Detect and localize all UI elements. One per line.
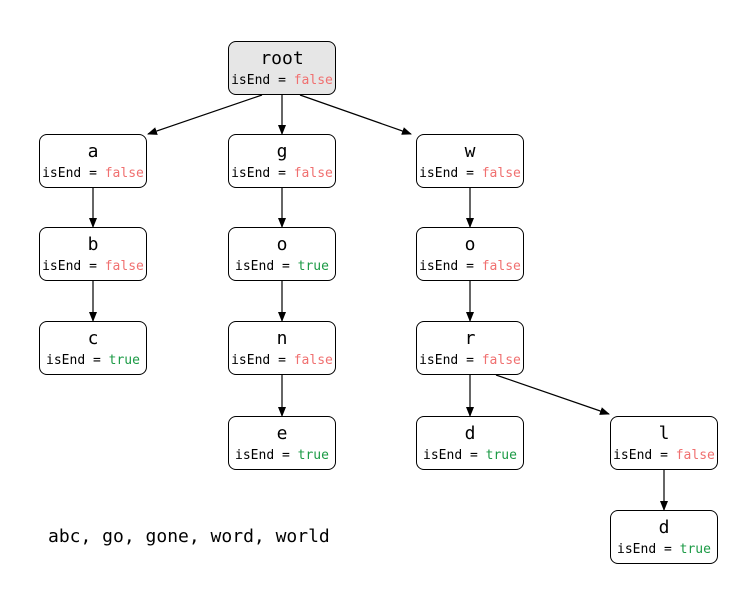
isend-label: isEnd = (42, 166, 97, 181)
node-isend-flag: isEnd = true (611, 542, 717, 558)
isend-value: false (293, 73, 333, 88)
inserted-words-caption: abc, go, gone, word, world (48, 526, 330, 547)
isend-label: isEnd = (231, 166, 286, 181)
node-isend-flag: isEnd = false (229, 353, 335, 369)
node-char: g (276, 141, 288, 162)
trie-node-wo: o isEnd = false (416, 227, 524, 281)
isend-value: false (481, 259, 521, 274)
node-char: e (276, 423, 288, 444)
node-char: d (658, 517, 670, 538)
edge-root-a (147, 94, 263, 135)
isend-value: false (104, 259, 144, 274)
trie-node-l: l isEnd = false (610, 416, 718, 470)
node-isend-flag: isEnd = true (40, 353, 146, 369)
node-char: o (464, 234, 476, 255)
trie-node-d2: d isEnd = true (610, 510, 718, 564)
node-char: root (260, 48, 304, 69)
isend-value: false (104, 166, 144, 181)
trie-node-go: o isEnd = true (228, 227, 336, 281)
node-char: b (87, 234, 99, 255)
node-char: a (87, 141, 99, 162)
edge-r-l (495, 374, 610, 415)
isend-label: isEnd = (42, 259, 97, 274)
isend-label: isEnd = (235, 448, 290, 463)
isend-label: isEnd = (231, 353, 286, 368)
node-isend-flag: isEnd = true (417, 448, 523, 464)
isend-label: isEnd = (617, 542, 672, 557)
isend-label: isEnd = (231, 73, 286, 88)
node-char: r (464, 328, 476, 349)
node-char: c (87, 328, 99, 349)
isend-label: isEnd = (419, 259, 474, 274)
trie-node-e: e isEnd = true (228, 416, 336, 470)
node-char: n (276, 328, 288, 349)
trie-node-r: r isEnd = false (416, 321, 524, 375)
isend-value: true (485, 448, 517, 463)
node-isend-flag: isEnd = true (229, 448, 335, 464)
trie-node-d1: d isEnd = true (416, 416, 524, 470)
node-isend-flag: isEnd = false (417, 353, 523, 369)
node-isend-flag: isEnd = false (417, 166, 523, 182)
node-isend-flag: isEnd = false (40, 259, 146, 275)
isend-value: true (108, 353, 140, 368)
node-char: o (276, 234, 288, 255)
node-isend-flag: isEnd = false (229, 166, 335, 182)
node-char: d (464, 423, 476, 444)
isend-value: false (293, 353, 333, 368)
isend-value: true (297, 259, 329, 274)
isend-label: isEnd = (46, 353, 101, 368)
trie-node-n: n isEnd = false (228, 321, 336, 375)
node-isend-flag: isEnd = false (417, 259, 523, 275)
trie-node-b: b isEnd = false (39, 227, 147, 281)
node-isend-flag: isEnd = true (229, 259, 335, 275)
trie-node-root: root isEnd = false (228, 41, 336, 95)
isend-label: isEnd = (419, 166, 474, 181)
isend-label: isEnd = (423, 448, 478, 463)
isend-value: false (675, 448, 715, 463)
isend-value: false (481, 166, 521, 181)
isend-value: true (679, 542, 711, 557)
isend-label: isEnd = (419, 353, 474, 368)
isend-label: isEnd = (235, 259, 290, 274)
isend-value: true (297, 448, 329, 463)
isend-value: false (293, 166, 333, 181)
node-isend-flag: isEnd = false (229, 73, 335, 89)
trie-node-c: c isEnd = true (39, 321, 147, 375)
node-char: w (464, 141, 476, 162)
edge-root-w (299, 94, 412, 135)
node-isend-flag: isEnd = false (611, 448, 717, 464)
trie-node-a: a isEnd = false (39, 134, 147, 188)
trie-node-g: g isEnd = false (228, 134, 336, 188)
isend-value: false (481, 353, 521, 368)
node-char: l (658, 423, 670, 444)
node-isend-flag: isEnd = false (40, 166, 146, 182)
trie-node-w: w isEnd = false (416, 134, 524, 188)
isend-label: isEnd = (613, 448, 668, 463)
